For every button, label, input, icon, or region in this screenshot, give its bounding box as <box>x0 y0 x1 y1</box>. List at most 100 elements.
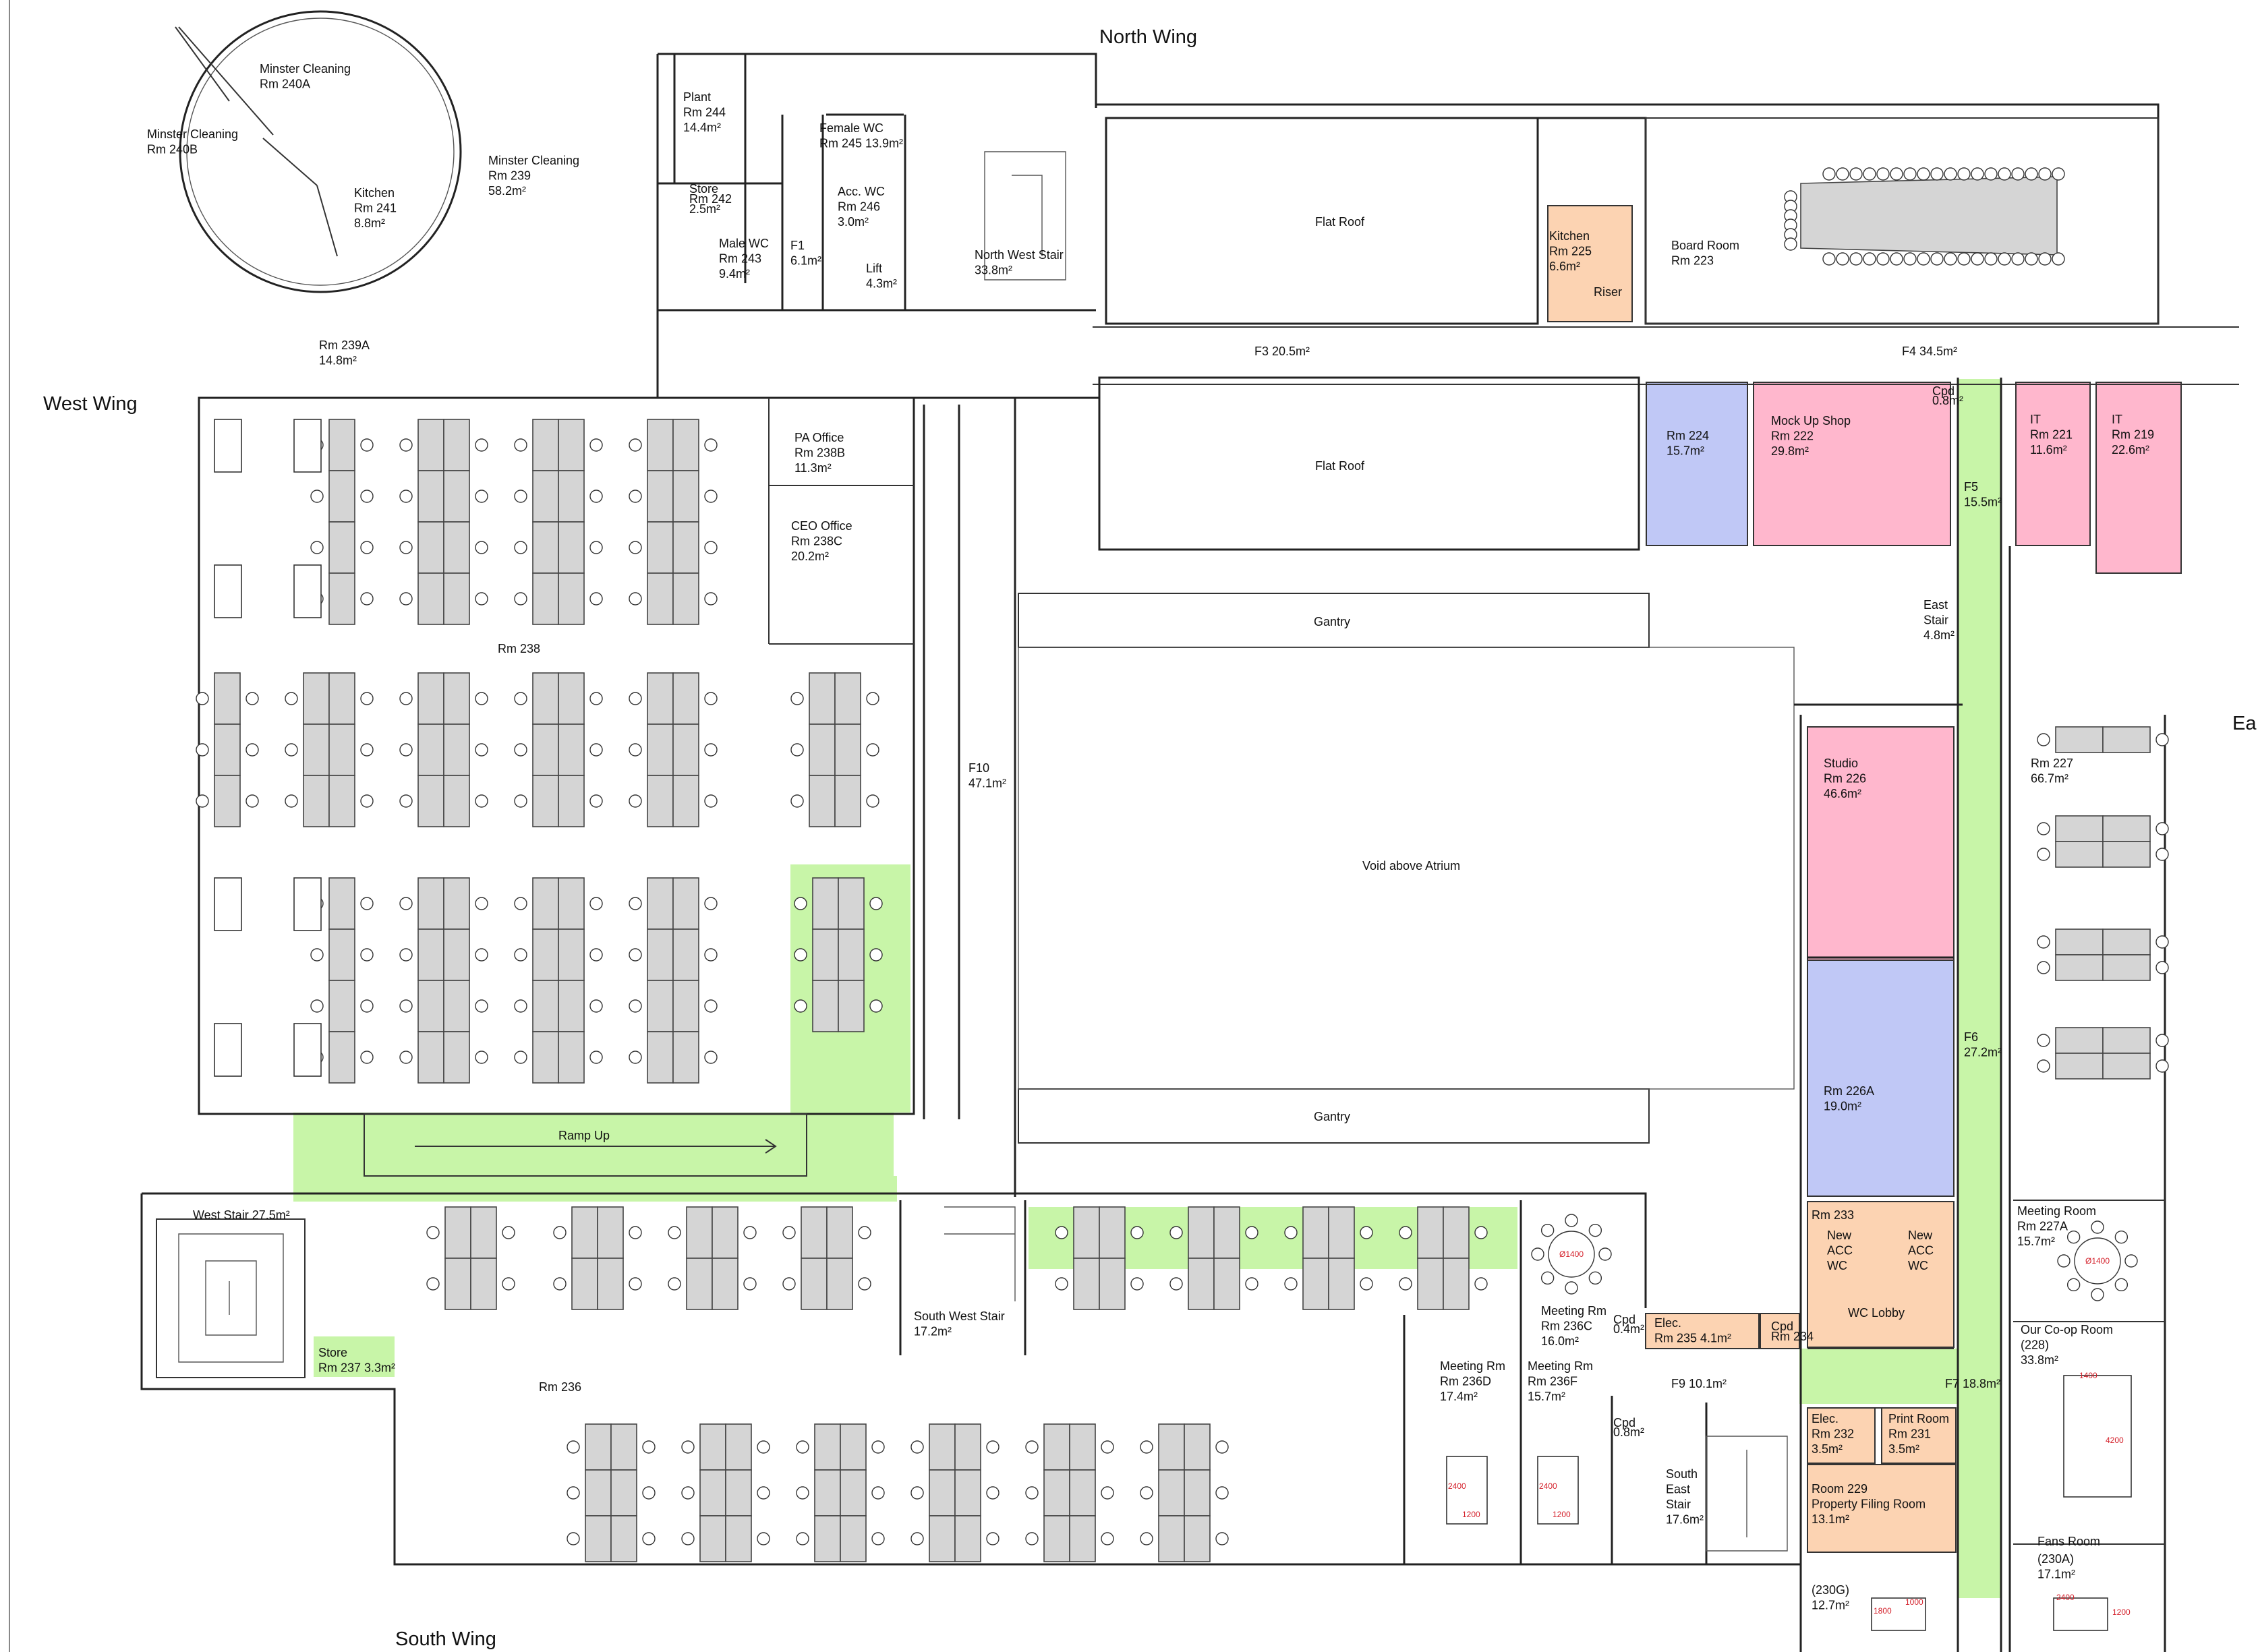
chair <box>589 490 603 503</box>
desk <box>328 521 355 574</box>
chair <box>589 948 603 962</box>
desk <box>303 775 330 827</box>
chair <box>1930 167 1944 181</box>
chair <box>2025 167 2038 181</box>
chair <box>1957 252 1971 266</box>
desk <box>1302 1258 1329 1310</box>
desk <box>443 1031 470 1084</box>
chair <box>399 743 413 757</box>
chair <box>1836 167 1849 181</box>
desk <box>443 672 470 725</box>
chair <box>514 692 527 705</box>
desk <box>558 672 585 725</box>
chair <box>360 692 374 705</box>
chair <box>986 1440 1000 1454</box>
west-stair-walls <box>156 1218 306 1378</box>
chair <box>589 692 603 705</box>
chair <box>1101 1440 1114 1454</box>
desk <box>417 724 444 776</box>
round-table <box>2074 1237 2121 1285</box>
desk <box>647 775 674 827</box>
chair <box>704 541 718 554</box>
desk <box>712 1206 739 1259</box>
desk <box>1184 1515 1211 1562</box>
chair <box>986 1486 1000 1500</box>
chair <box>1140 1532 1153 1545</box>
desk <box>417 775 444 827</box>
zone-kitchen-225 <box>1547 205 1633 322</box>
chair <box>2037 1059 2050 1073</box>
chair <box>1971 167 1984 181</box>
desk <box>672 775 699 827</box>
chair <box>2155 848 2169 861</box>
desk <box>532 980 559 1032</box>
chair <box>1540 1223 1555 1237</box>
desk <box>610 1423 637 1471</box>
desk <box>647 521 674 574</box>
chair <box>2124 1254 2138 1268</box>
desk <box>571 1258 598 1310</box>
chair <box>589 592 603 606</box>
desk <box>929 1423 956 1471</box>
chair <box>796 1532 809 1545</box>
desk <box>1188 1206 1215 1259</box>
ramp-arrow-head <box>765 1139 777 1154</box>
north-west-stair-flights <box>984 151 1066 281</box>
room-label-rm-238: Rm 238 <box>498 642 540 655</box>
chair <box>1588 1271 1602 1285</box>
chair <box>1130 1277 1144 1291</box>
dimension-label: 1200 <box>1553 1510 1571 1519</box>
desk <box>672 980 699 1032</box>
chair <box>2038 252 2052 266</box>
chair <box>399 794 413 808</box>
desk <box>1158 1469 1185 1516</box>
dimension-label: Ø1400 <box>2085 1256 2110 1266</box>
chair <box>360 490 374 503</box>
desk <box>672 470 699 523</box>
chair <box>1360 1226 1373 1239</box>
room-label-flat-roof-north: Flat Roof <box>1315 215 1365 229</box>
chair <box>790 794 804 808</box>
desk <box>328 1031 355 1084</box>
desk <box>328 877 355 930</box>
desk <box>558 980 585 1032</box>
chair <box>475 743 488 757</box>
zone-ramp-low <box>364 1176 897 1202</box>
chair <box>1245 1226 1258 1239</box>
chair <box>514 592 527 606</box>
chair <box>360 541 374 554</box>
desk <box>532 775 559 827</box>
desk <box>1184 1423 1211 1471</box>
chair <box>1169 1277 1183 1291</box>
chair <box>704 948 718 962</box>
room-label-ramp-up: Ramp Up <box>558 1129 610 1142</box>
chair <box>629 1277 642 1291</box>
ramp <box>364 1113 807 1177</box>
chair <box>704 897 718 910</box>
chair <box>475 438 488 452</box>
chair <box>589 438 603 452</box>
east-column-walls <box>1794 378 2166 1652</box>
chair <box>1215 1486 1229 1500</box>
desk <box>1328 1206 1355 1259</box>
walls <box>9 0 2239 1652</box>
chair <box>1849 167 1863 181</box>
chair <box>794 897 807 910</box>
desk <box>1073 1258 1100 1310</box>
desk <box>1069 1469 1096 1516</box>
desk <box>2055 954 2104 981</box>
dimension-label: 1400 <box>2079 1371 2097 1380</box>
chair <box>514 794 527 808</box>
desk <box>672 521 699 574</box>
room-label-our-coop-room-228: Our Co-op Room(228)33.8m² <box>2021 1323 2113 1367</box>
chair <box>399 999 413 1013</box>
desk <box>647 724 674 776</box>
west-stair-flights <box>178 1233 284 1363</box>
desk <box>1099 1258 1126 1310</box>
